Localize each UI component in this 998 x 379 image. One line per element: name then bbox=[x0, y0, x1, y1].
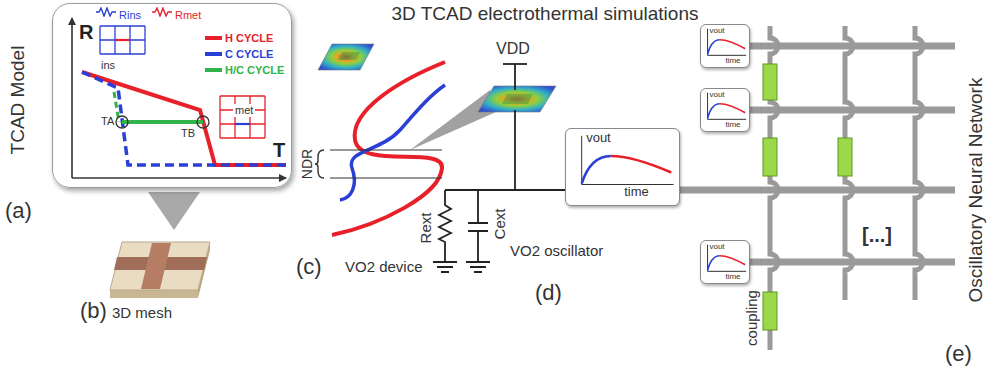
axis-label: time bbox=[725, 272, 740, 281]
legend-text: H/C CYCLE bbox=[225, 64, 284, 77]
waveform-line bbox=[720, 256, 745, 265]
phase-label: met bbox=[233, 104, 255, 117]
circuit-caption: VO2 oscillator bbox=[510, 242, 603, 259]
legend-swatch bbox=[96, 7, 116, 17]
legend-swatch bbox=[152, 7, 172, 17]
legend-swatch bbox=[204, 33, 224, 43]
oscillator-output-box: vout time bbox=[700, 88, 750, 132]
waveform-line bbox=[708, 256, 720, 271]
oscillator-output-box: vout time bbox=[700, 240, 750, 284]
ellipsis-label: [...] bbox=[862, 224, 892, 247]
axis-label: R bbox=[79, 21, 93, 44]
legend-sample bbox=[205, 52, 222, 56]
rt-plot bbox=[72, 18, 286, 178]
legend-sample bbox=[205, 68, 222, 72]
legend-sample bbox=[205, 36, 222, 40]
waveform-plot bbox=[566, 129, 678, 204]
network-wires bbox=[680, 26, 955, 350]
panel-letter: (c) bbox=[296, 254, 322, 279]
panel-letter: (d) bbox=[535, 280, 562, 305]
waveform-line bbox=[720, 104, 745, 113]
flow-triangle bbox=[148, 192, 200, 230]
supply-label: VDD bbox=[496, 40, 530, 58]
legend-text: C CYCLE bbox=[225, 48, 273, 61]
legend-sample bbox=[96, 8, 116, 16]
waveform-line bbox=[611, 156, 671, 173]
axis-label: time bbox=[725, 56, 740, 65]
coupling-label: coupling bbox=[743, 290, 760, 346]
oscillator-output-box: vout time bbox=[700, 24, 750, 68]
coupling-blocks bbox=[763, 64, 852, 330]
axis-label: vout bbox=[709, 26, 724, 35]
figure-title: 3D TCAD electrothermal simulations bbox=[392, 3, 699, 25]
panel-letter: (b) bbox=[80, 298, 107, 323]
temperature-label: TA bbox=[101, 115, 114, 128]
panel-letter: (a) bbox=[5, 198, 32, 223]
phase-label: ins bbox=[101, 59, 115, 72]
image-caption: VO2 device bbox=[345, 258, 423, 275]
component-label: Cext bbox=[491, 209, 508, 240]
legend-text: H CYCLE bbox=[225, 32, 273, 45]
axis-label: T bbox=[273, 139, 285, 162]
section-title: TCAD Model bbox=[7, 46, 29, 155]
waveform-line bbox=[708, 104, 720, 119]
temperature-label: TB bbox=[181, 127, 195, 140]
axis-label: vout bbox=[709, 242, 724, 251]
legend-swatch bbox=[204, 49, 224, 59]
oscillator-circuit bbox=[433, 64, 565, 272]
legend-swatch bbox=[204, 65, 224, 75]
panel-letter: (e) bbox=[945, 341, 972, 366]
axis-label: time bbox=[725, 120, 740, 129]
region-label: NDR bbox=[299, 149, 315, 179]
mesh-image bbox=[110, 242, 210, 298]
model-panel: R Tins metTA TB bbox=[52, 3, 292, 188]
axis-label: vout bbox=[586, 131, 611, 146]
waveform-line bbox=[708, 40, 720, 55]
zoom-beam bbox=[410, 90, 496, 150]
legend-text: Rmet bbox=[175, 9, 201, 22]
image-caption: 3D mesh bbox=[112, 304, 172, 321]
section-title: Oscillatory Neural Network bbox=[965, 78, 987, 303]
legend-text: Rins bbox=[119, 9, 141, 22]
waveform-line bbox=[582, 156, 611, 184]
waveform-line bbox=[720, 40, 745, 49]
legend-sample bbox=[152, 8, 172, 16]
component-label: Rext bbox=[417, 213, 434, 244]
axis-label: time bbox=[624, 185, 649, 200]
oscillator-output-box: vout time bbox=[565, 128, 680, 206]
axis-label: vout bbox=[709, 90, 724, 99]
